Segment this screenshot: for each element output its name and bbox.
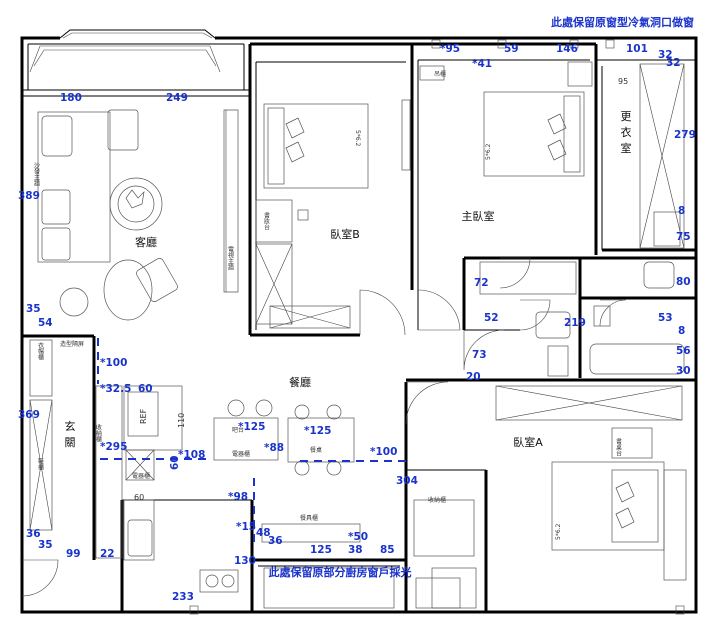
dim: 125 [310,544,332,556]
label-sofa-wall: 沙發主牆 [33,162,40,187]
label-appliance: 電器櫃 [232,450,250,458]
dim: 56 [676,345,691,357]
label-desk-b: 書妝台 [263,211,270,231]
dim: *15 [236,521,256,533]
room-living: 客廳 [135,235,157,249]
dim: 389 [18,190,40,202]
exterior-walls [20,36,698,614]
dim: 73 [472,349,487,361]
room-closet-3: 室 [621,141,632,155]
dim: 48 [256,527,271,539]
dim: 8 [678,205,685,217]
dim: *100 [100,357,127,369]
label-storage-cabinet: 收納櫃 [95,423,102,443]
dim: 304 [396,475,418,487]
dim: 32 [658,49,673,61]
dim: *125 [238,421,265,433]
dim: 80 [676,276,691,288]
room-entry-2: 關 [65,436,76,449]
dim: 8 [678,325,685,337]
dim: 369 [18,409,40,421]
dim: 59 [504,43,519,55]
dimension-labels: *95 59 146 101 32 32 *41 95 279 8 75 80 … [18,43,696,603]
dim: *50 [348,531,368,543]
label-fridge-dim: 110 [177,413,186,428]
bedroom-a-furniture [413,385,687,609]
dim: 54 [38,317,53,329]
label-appliance-2: 電器櫃 [132,472,150,480]
label-shelf: 造型隔屏 [60,340,84,348]
dim: *32.5 [100,383,131,395]
dim: 219 [564,317,586,329]
label-coat-cabinet: 衣帽櫃 [37,341,44,361]
dim: *98 [228,491,248,503]
window-markers [189,39,685,615]
dim: 52 [484,312,499,324]
dim: 60 [169,455,181,470]
dim: 38 [348,544,363,556]
dim: 101 [626,43,648,55]
label-island: 吧台 [232,426,244,434]
entry-kitchen-furniture [29,339,461,609]
dim: *100 [370,446,397,458]
label-storage-cabinet-a: 收納櫃 [428,496,446,504]
label-bed-b: 5*6.2 [354,130,361,147]
dim: 249 [166,92,188,104]
dim: 99 [66,548,81,560]
dim: 180 [60,92,82,104]
note-kitchen-window: 此處保留原部分廚房窗戶採光 [269,565,412,579]
room-bedroom-a: 臥室A [513,435,543,449]
dim: 32 [666,57,681,69]
dim: 53 [658,312,673,324]
dim: 233 [172,591,194,603]
label-shoe-cabinet: 鞋櫃 [37,457,44,471]
dim: 30 [676,365,691,377]
bay-window [59,29,216,40]
dim: 72 [474,277,489,289]
room-dining: 餐廳 [289,375,311,389]
room-master: 主臥室 [462,209,495,223]
dim: *95 [440,43,460,55]
label-hanging: 吊櫃 [434,70,446,78]
label-tableware: 餐具櫃 [300,514,318,522]
dim: *295 [100,441,127,453]
room-bedroom-b: 臥室B [330,227,360,241]
room-closet-2: 衣 [621,125,632,139]
label-dining-table: 餐桌 [310,446,322,454]
dim: 35 [26,303,41,315]
master-furniture [401,61,685,249]
dim: 75 [676,231,691,243]
dim: 36 [268,535,283,547]
label-tv-wall: 電視主牆 [227,246,234,271]
label-desk-a: 書桌台 [615,437,622,457]
dim: 146 [556,43,578,55]
dim: 95 [618,77,628,86]
dim: 20 [466,371,481,383]
dim: 22 [100,548,115,560]
label-bed-master: 5*6.2 [485,143,492,160]
living-furniture [37,109,239,321]
dashed-openings [97,338,406,546]
room-entry-1: 玄 [65,419,76,433]
dim: 35 [38,539,53,551]
label-fridge: REF [139,408,148,424]
dim: 60 [134,493,144,502]
bathroom-fixtures [479,261,685,377]
dim: 60 [138,383,153,395]
note-window-ac: 此處保留原窗型冷氣洞口做窗 [551,15,694,29]
dim: *88 [264,442,284,454]
bedroom-b-furniture [255,103,369,329]
dim: 279 [674,129,696,141]
dim: *125 [304,425,331,437]
dim: 85 [380,544,395,556]
room-closet-1: 更 [621,110,632,123]
dim: 36 [26,528,41,540]
dim: *108 [178,449,205,461]
dim: *41 [472,58,492,70]
interior-walls [22,42,696,612]
dim: 130 [234,555,256,567]
label-bed-a: 5*6.2 [555,523,562,540]
